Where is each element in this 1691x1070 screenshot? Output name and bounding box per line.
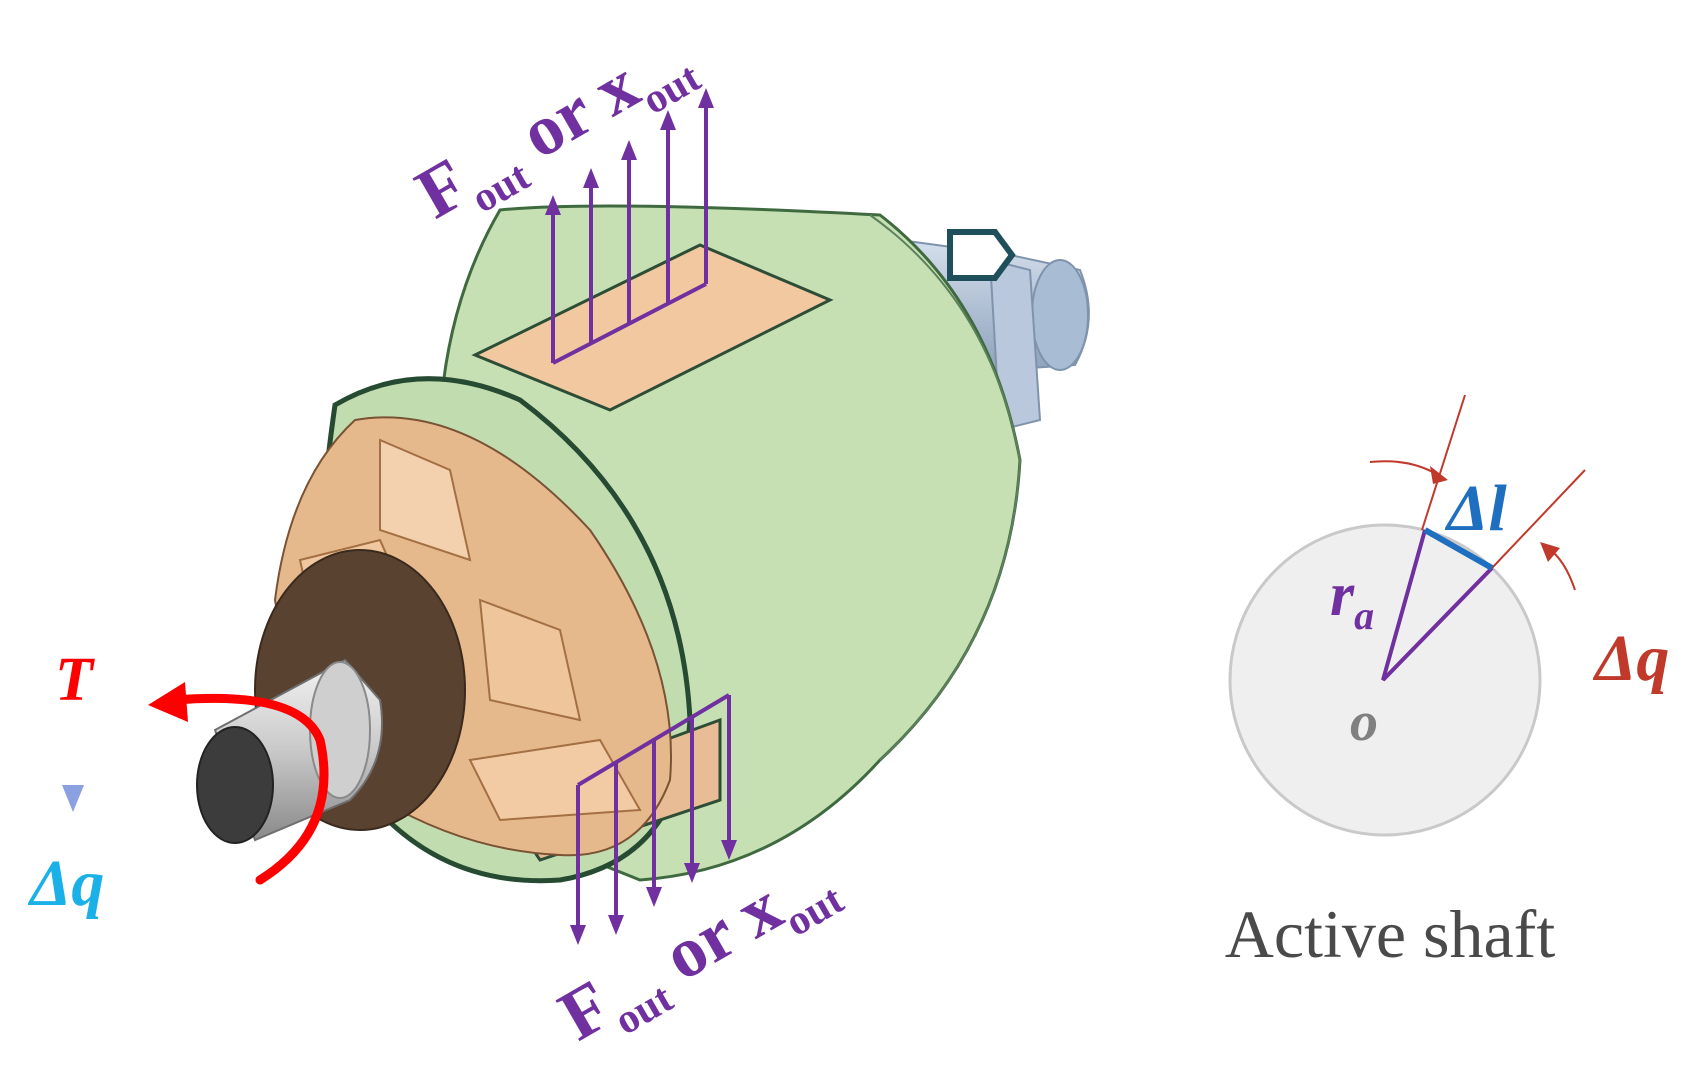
force-arrows-top	[545, 88, 714, 365]
delta-q-left-label: Δq	[27, 847, 104, 920]
delta-q-right-label: Δq	[1592, 622, 1669, 695]
arc-length-segment	[1423, 527, 1494, 571]
active-shaft-schematic	[1228, 394, 1586, 837]
torque-label: T	[55, 646, 95, 714]
caption-active-shaft: Active shaft	[1224, 896, 1556, 972]
radius-label: ra	[1330, 561, 1374, 638]
origin-label: o	[1350, 691, 1378, 753]
force-arrows-bottom	[570, 693, 737, 945]
angle-line-left	[1421, 394, 1466, 531]
key-marker	[947, 229, 1016, 281]
delta-l-label: Δl	[1444, 472, 1507, 545]
angle-line-right	[1491, 469, 1586, 569]
torque-arrow	[148, 682, 329, 885]
angle-arrow-left	[1369, 460, 1439, 476]
torque-to-delta-q-arrow	[62, 718, 84, 812]
radius-triangle	[1381, 529, 1494, 682]
